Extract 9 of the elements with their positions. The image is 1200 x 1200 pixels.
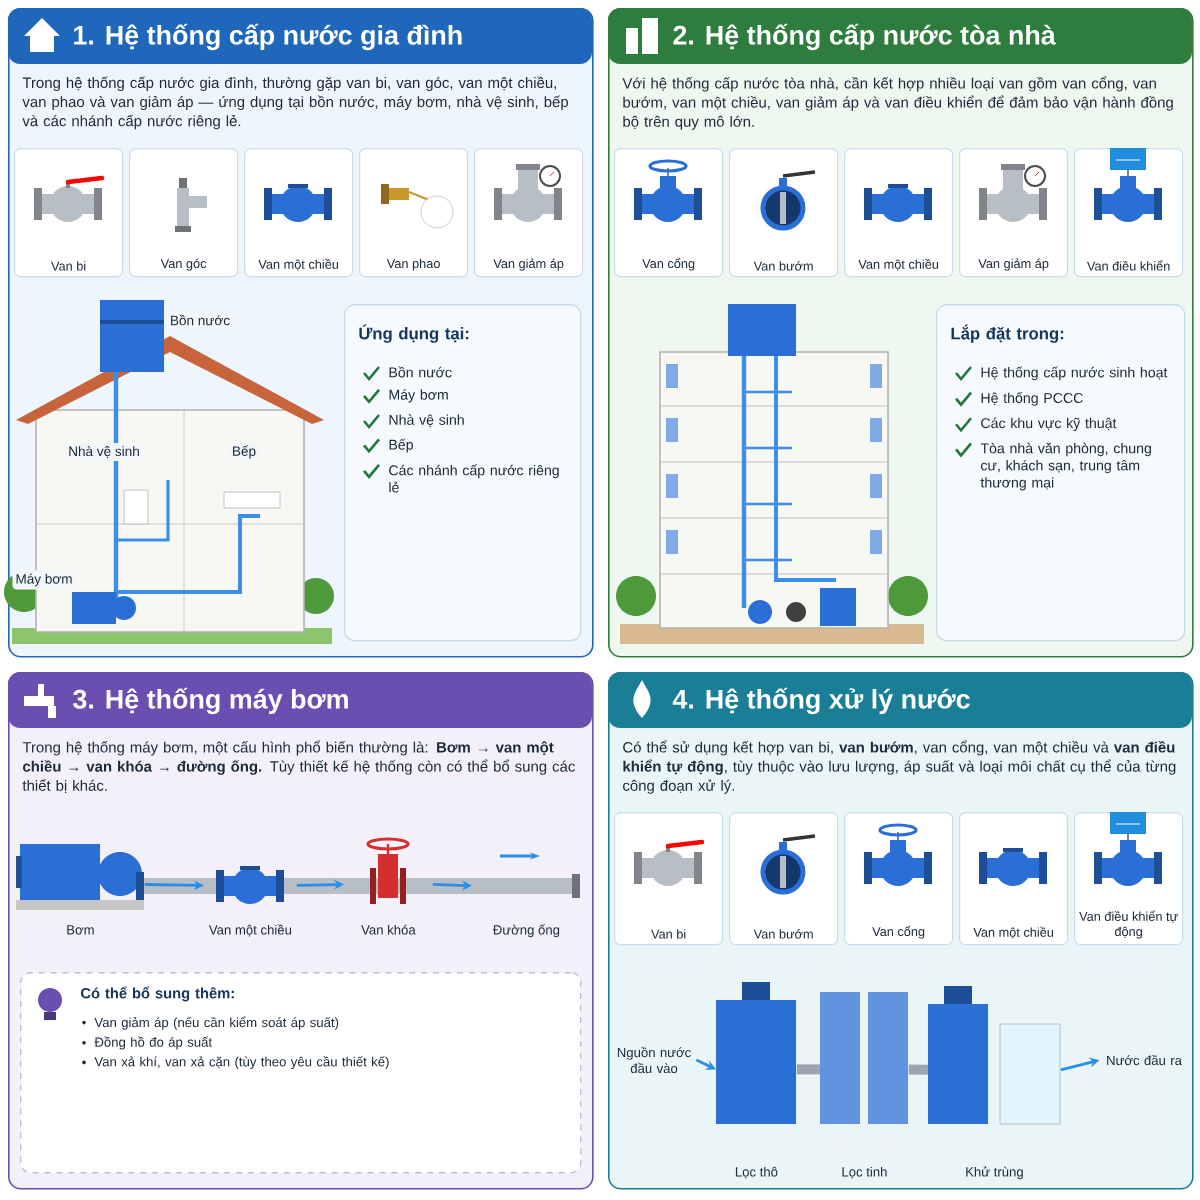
title-bar: 1. Hệ thống cấp nước gia đình (8, 8, 592, 64)
arrow (695, 1058, 716, 1070)
list-heading: Lắp đặt trong: (951, 324, 1064, 343)
pipe-connector (796, 1064, 820, 1075)
title-bar: 2. Hệ thống cấp nước tòa nhà (608, 8, 1192, 64)
list-heading: Ứng dụng tại: (359, 324, 469, 343)
title-bar: 3. Hệ thống máy bơm (8, 672, 592, 728)
pipe-connector (908, 1064, 929, 1075)
title-bar: 4. Hệ thống xử lý nước (608, 672, 1192, 728)
